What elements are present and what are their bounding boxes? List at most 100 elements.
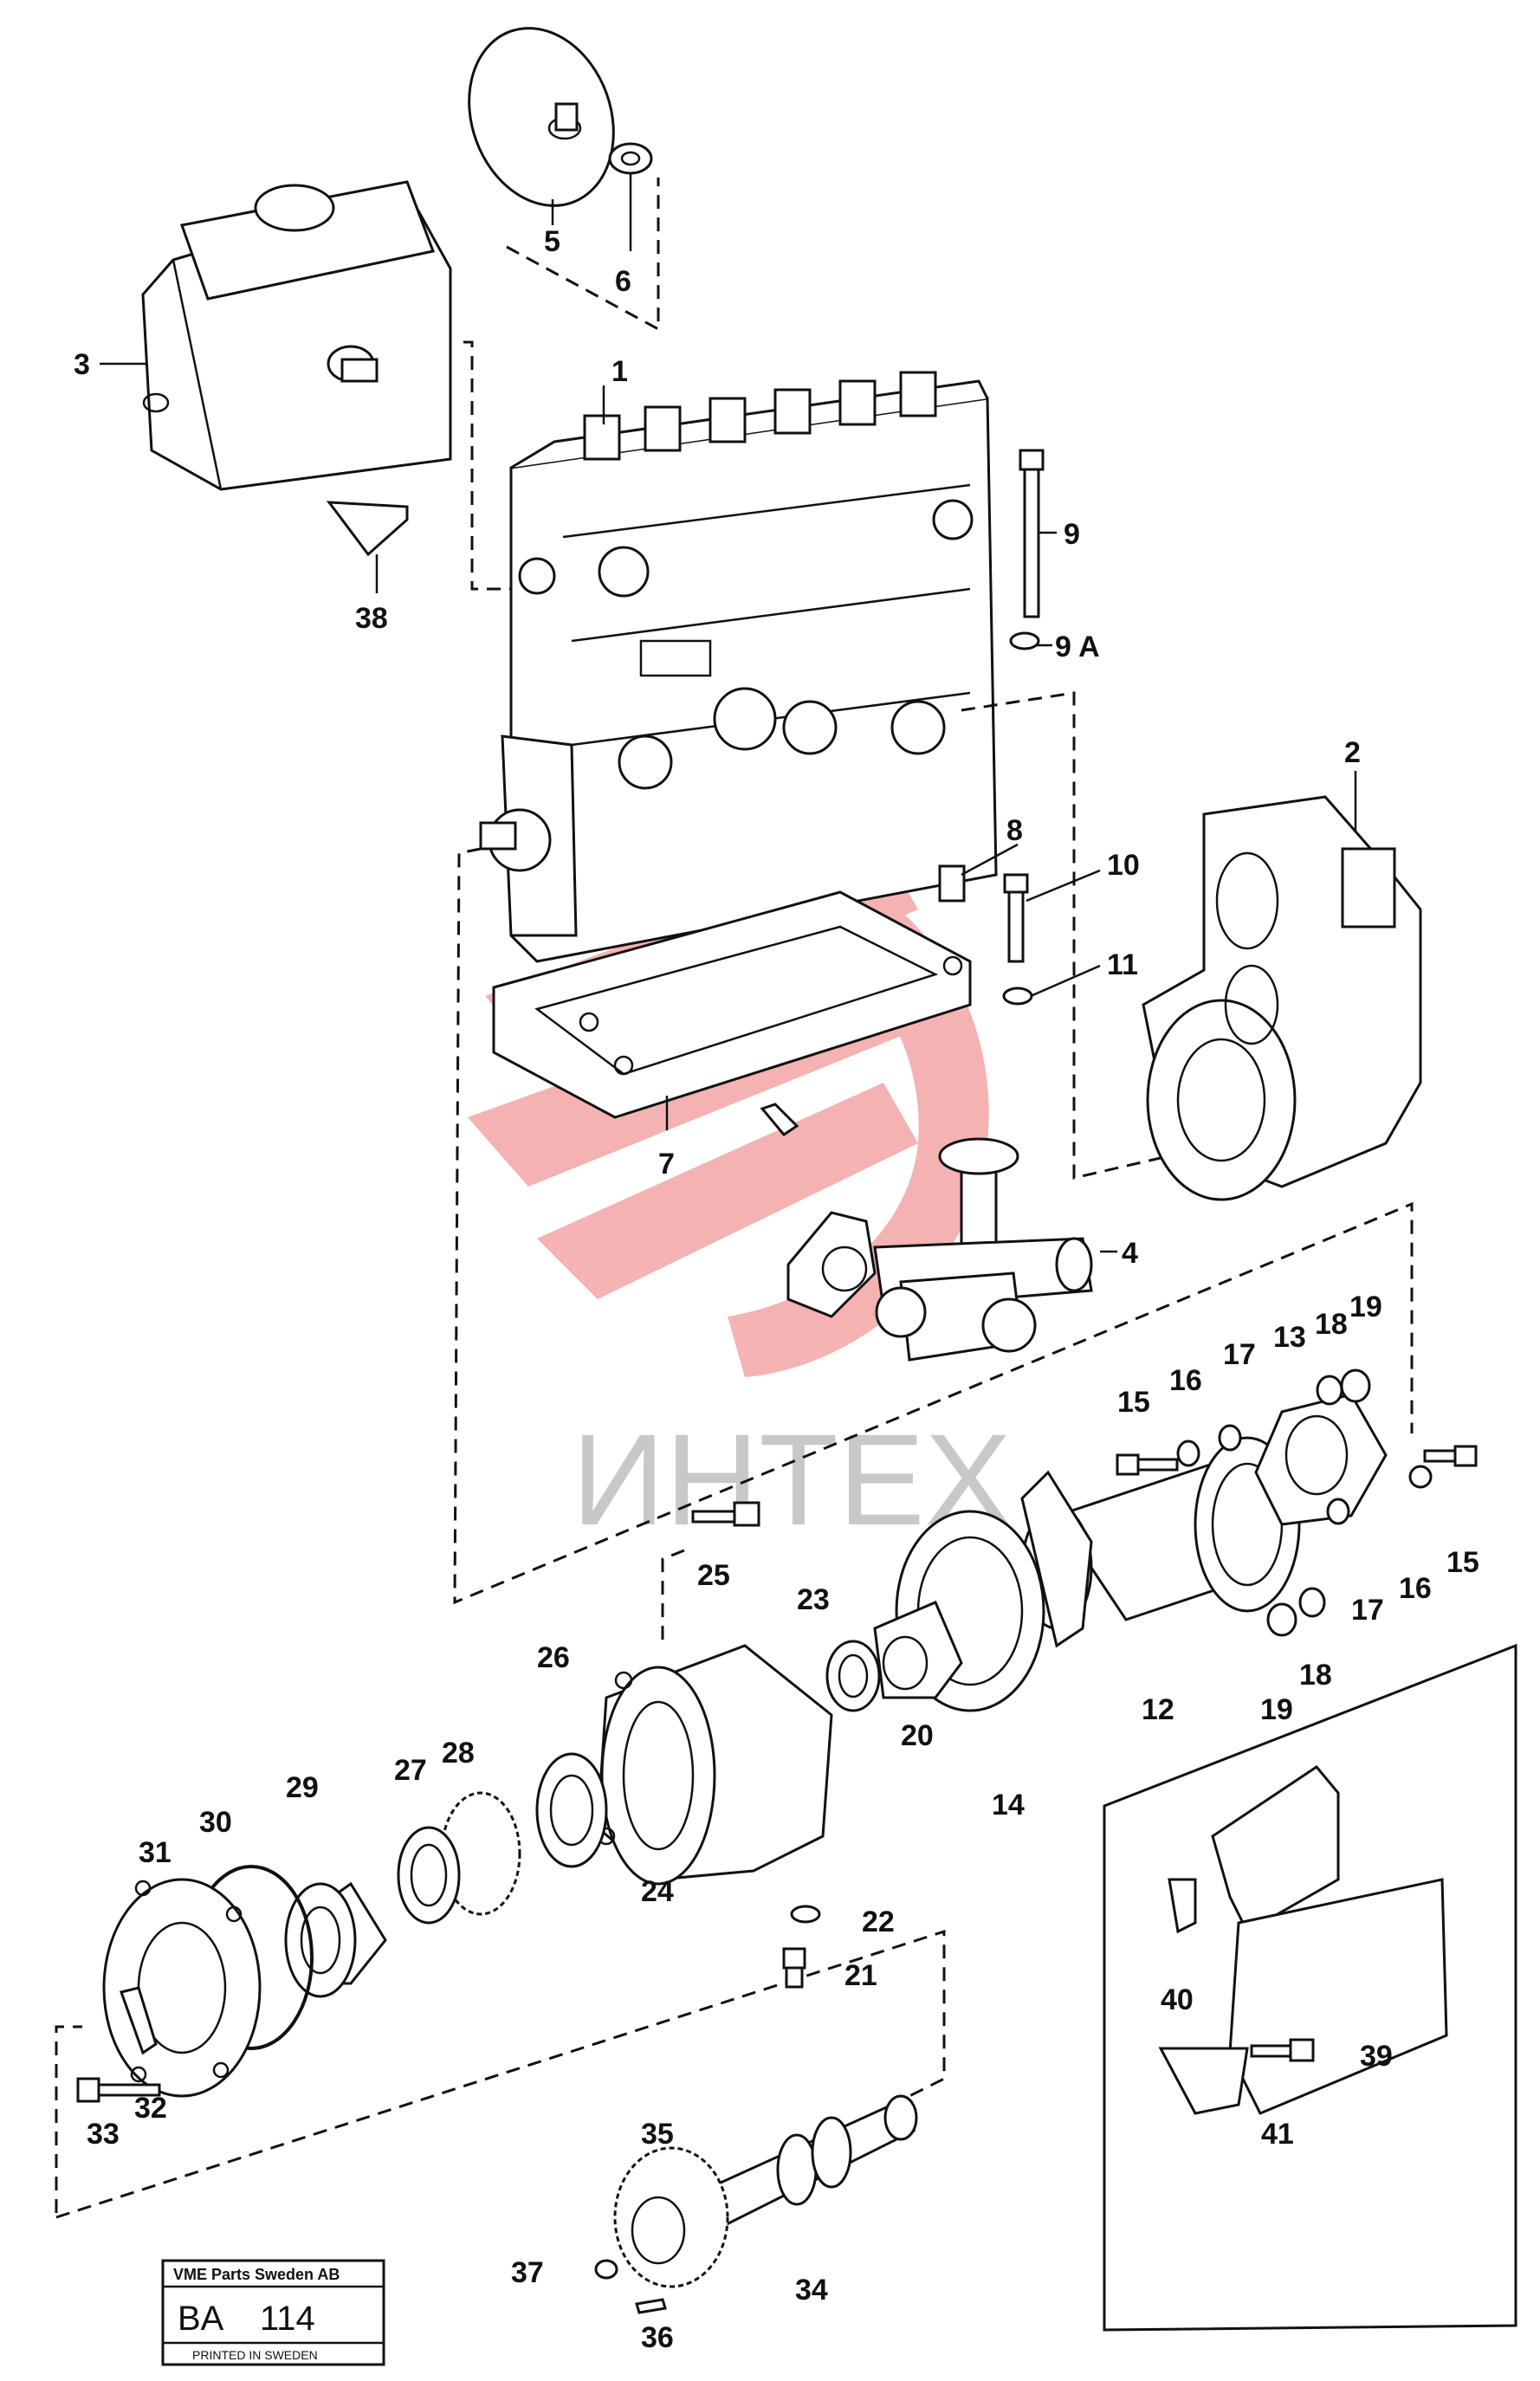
callout-8: 8 [1006,814,1023,847]
seal-ring-part-23 [825,1640,881,1712]
callout-18-lower: 18 [1299,1659,1332,1692]
callout-27: 27 [394,1754,427,1787]
nut-part-19-lower [1266,1602,1297,1637]
callout-36: 36 [641,2321,674,2354]
callout-17-upper: 17 [1223,1338,1256,1371]
callout-32: 32 [134,2092,167,2125]
flange-part-13 [1254,1393,1388,1526]
callout-37: 37 [511,2256,544,2289]
callout-11: 11 [1107,948,1138,981]
callout-15-left: 15 [1117,1386,1150,1419]
callout-30: 30 [199,1806,232,1839]
callout-9a: 9 A [1055,631,1100,663]
seal-flange-part-20 [873,1601,963,1699]
callout-24: 24 [641,1875,674,1908]
assembly-line-25 [661,1549,685,1646]
feed-pump-part-4 [760,1103,1093,1362]
bearing-part-29 [284,1881,387,1998]
assembly-line-1-12 [453,847,1414,1605]
callout-18-upper: 18 [1315,1308,1348,1341]
assembly-line-31-34 [55,1929,946,2219]
drive-housing-part-26 [596,1644,833,1886]
delivery-valve-holders [583,371,937,461]
governor-cover-part-3 [141,180,452,491]
callout-2: 2 [1344,736,1361,769]
callout-4: 4 [1122,1237,1138,1270]
callout-40: 40 [1161,1983,1194,2016]
assembly-line-3-1 [463,340,524,591]
drive-shaft-part-34 [699,2094,918,2228]
callout-34: 34 [795,2274,828,2307]
stamp-footer: PRINTED IN SWEDEN [192,2348,318,2362]
pin-part-36 [635,2298,667,2314]
callout-16-left: 16 [1169,1364,1202,1397]
washer-part-16-right [1408,1465,1433,1489]
callout-6: 6 [615,265,631,298]
callout-38: 38 [355,602,388,635]
clip-part-38 [326,501,409,557]
callout-23: 23 [797,1583,830,1616]
base-plate-part-7 [492,890,972,1119]
callout-31: 31 [139,1836,171,1869]
cover-plate-part-31 [102,1878,262,2098]
sleeve-part-8 [938,864,966,903]
callout-41: 41 [1261,2118,1294,2151]
callout-14: 14 [992,1789,1025,1821]
callout-39: 39 [1360,2040,1393,2073]
nut-part-19-upper [1340,1368,1371,1403]
bolt-part-15-right [1423,1445,1478,1467]
callout-35: 35 [641,2118,674,2151]
callout-15-right: 15 [1446,1546,1479,1579]
callout-7: 7 [658,1148,675,1181]
bearing-part-24 [535,1752,608,1868]
callout-16-right: 16 [1399,1572,1432,1605]
callout-12: 12 [1142,1693,1174,1726]
washer-part-16-left [1176,1440,1200,1467]
callout-10: 10 [1107,849,1140,882]
assembly-line-1-2 [961,691,1187,1180]
diaphragm-disc-part-5 [468,27,615,207]
callout-29: 29 [286,1771,319,1804]
callout-1: 1 [611,355,628,388]
callout-28: 28 [442,1737,475,1770]
callout-20: 20 [901,1719,934,1752]
callout-26: 26 [537,1641,570,1674]
callout-3: 3 [74,348,90,381]
gear-part-35 [613,2146,729,2288]
bolt-part-33 [76,2077,161,2103]
washer-part-9a [1009,631,1040,650]
callout-19-lower: 19 [1260,1693,1293,1726]
callout-5: 5 [544,225,560,258]
lock-plate-part-32 [120,1986,158,2055]
callout-25: 25 [697,1559,730,1592]
callout-13: 13 [1273,1321,1306,1354]
injection-pump-part-1 [479,371,998,963]
inset-box [1103,1643,1517,2332]
bolt-part-10 [1003,873,1029,963]
washer-part-17-lower [1326,1498,1350,1525]
bolt-part-9 [1019,449,1045,618]
callout-22: 22 [862,1905,895,1938]
washer-part-17-upper [1218,1424,1242,1452]
washer-part-6 [608,142,653,175]
screw-part-37 [594,2259,618,2280]
callout-9: 9 [1064,518,1080,551]
callout-21: 21 [844,1959,877,1992]
washer-part-22 [790,1905,821,1924]
stamp-code: BA [178,2300,224,2338]
bolt-part-15-left [1116,1453,1179,1476]
callout-17-lower: 17 [1351,1594,1384,1627]
callout-labels: 1 2 3 4 5 6 7 8 9 9 A 10 11 12 13 14 15 … [74,225,1479,2354]
assembly-line-5-6 [506,178,660,332]
bolt-part-25 [691,1501,760,1527]
washer-part-18-upper [1316,1375,1343,1406]
governor-housing-part-2 [1142,795,1422,1201]
callout-19-upper: 19 [1349,1291,1382,1323]
callout-33: 33 [87,2118,120,2151]
washer-part-18-lower [1298,1587,1326,1618]
sleeve-part-27 [397,1826,461,1925]
plug-part-21 [782,1947,806,1989]
bolt-part-41 [1250,2038,1315,2062]
callout-leaders [100,173,1357,1253]
